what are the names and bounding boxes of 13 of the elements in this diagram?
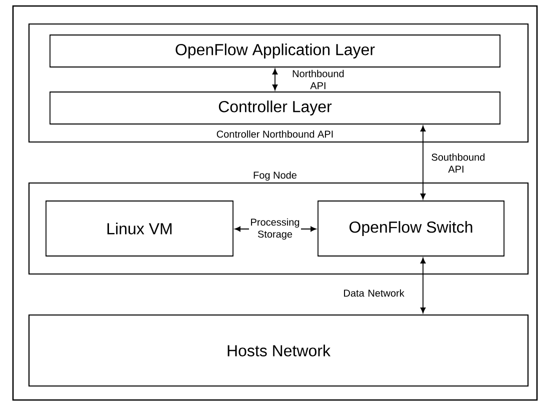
switch-box: OpenFlow Switch xyxy=(318,200,504,256)
arrow xyxy=(272,68,278,90)
arrow xyxy=(420,258,426,314)
edge-label: Data Network xyxy=(338,288,410,298)
arrow xyxy=(420,126,426,200)
edge-label: Processing Storage xyxy=(249,217,301,241)
edge-label: Southbound API xyxy=(430,152,484,174)
vm-box: Linux VM xyxy=(46,200,234,256)
layer-box: Controller Layer xyxy=(50,92,500,124)
node-label: Fog Node xyxy=(254,171,296,181)
network-box: Hosts Network xyxy=(28,314,529,387)
layer-box: OpenFlow Application Layer xyxy=(50,34,500,68)
edge-label: Northbound API xyxy=(282,68,354,90)
